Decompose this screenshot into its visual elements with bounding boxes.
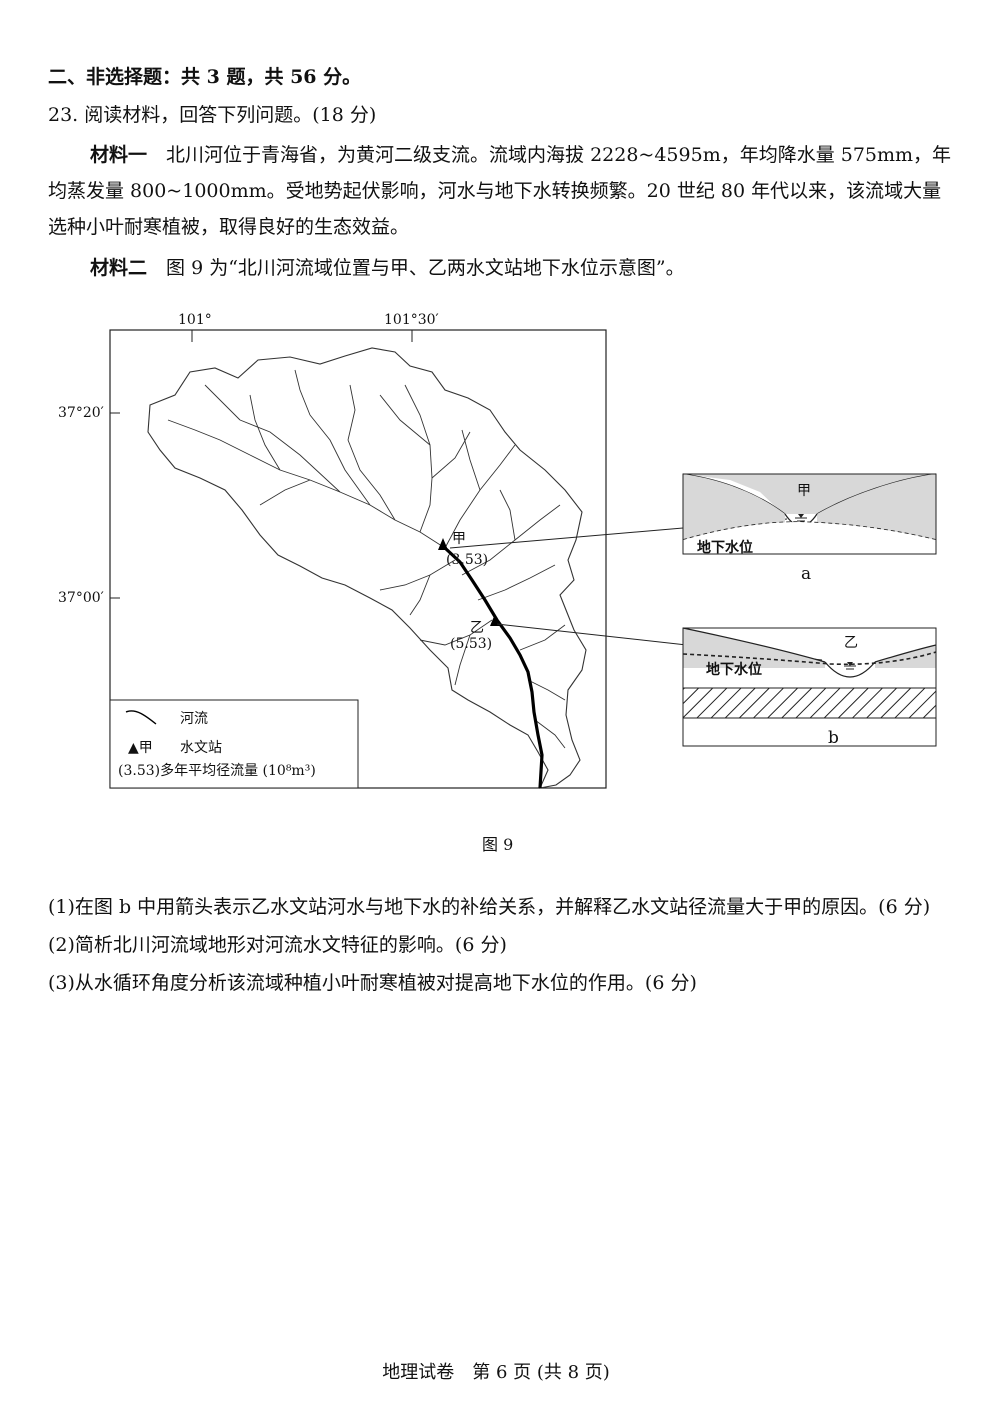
lon-label-101-30: 101°30′ — [384, 312, 439, 328]
station-jia-value: (3.53) — [446, 552, 489, 568]
figure-caption: 图 9 — [482, 835, 514, 854]
profile-a-water-table: 地下水位 — [697, 540, 753, 556]
legend-river-label: 河流 — [180, 711, 208, 727]
material-one-text: 北川河位于青海省，为黄河二级支流。流域内海拔 2228~4595m，年均降水量 … — [48, 144, 952, 238]
lat-label-37-20: 37°20′ — [58, 405, 104, 421]
lon-label-101: 101° — [178, 312, 212, 328]
material-one: 材料一 北川河位于青海省，为黄河二级支流。流域内海拔 2228~4595m，年均… — [48, 137, 953, 245]
tributaries — [167, 369, 566, 749]
question-title: 23. 阅读材料，回答下列问题。(18 分) — [48, 104, 377, 126]
legend-box — [109, 699, 359, 789]
legend-river-symbol — [125, 710, 157, 725]
station-yi-value: (5.53) — [450, 636, 493, 652]
profile-a — [682, 473, 937, 555]
profile-b-water-table: 地下水位 — [706, 662, 762, 678]
legend-station-symbol: ▲甲 — [128, 740, 153, 756]
lat-label-37-00: 37°00′ — [58, 590, 104, 606]
profile-b-station: 乙 — [844, 635, 858, 651]
profile-b — [682, 627, 937, 747]
profile-a-station: 甲 — [797, 483, 811, 499]
profile-b-caption: b — [828, 728, 839, 748]
section-title: 二、非选择题：共 3 题，共 56 分。 — [48, 66, 362, 88]
station-yi-name: 乙 — [470, 620, 484, 636]
basin-outline — [147, 347, 587, 789]
material-one-label: 材料一 — [90, 144, 148, 166]
material-two: 材料二 图 9 为“北川河流域位置与甲、乙两水文站地下水位示意图”。 — [90, 253, 685, 280]
station-yi-marker — [490, 614, 500, 626]
sub-question-1: (1)在图 b 中用箭头表示乙水文站河水与地下水的补给关系，并解释乙水文站径流量… — [48, 896, 931, 918]
main-river — [443, 546, 544, 789]
page-footer: 地理试卷 第 6 页 (共 8 页) — [382, 1362, 610, 1383]
sub-question-3: (3)从水循环角度分析该流域种植小叶耐寒植被对提高地下水位的作用。(6 分) — [48, 972, 697, 994]
material-two-label: 材料二 — [90, 257, 148, 279]
station-jia-marker — [438, 538, 448, 550]
legend-station-label: 水文站 — [180, 740, 222, 756]
profile-a-caption: a — [801, 564, 812, 584]
sub-question-2: (2)简析北川河流域地形对河流水文特征的影响。(6 分) — [48, 934, 507, 956]
figure-9 — [109, 329, 937, 789]
legend-runoff-label: (3.53)多年平均径流量 (10⁸m³) — [118, 763, 316, 779]
station-jia-name: 甲 — [452, 531, 466, 547]
material-two-text: 图 9 为“北川河流域位置与甲、乙两水文站地下水位示意图”。 — [166, 257, 685, 279]
